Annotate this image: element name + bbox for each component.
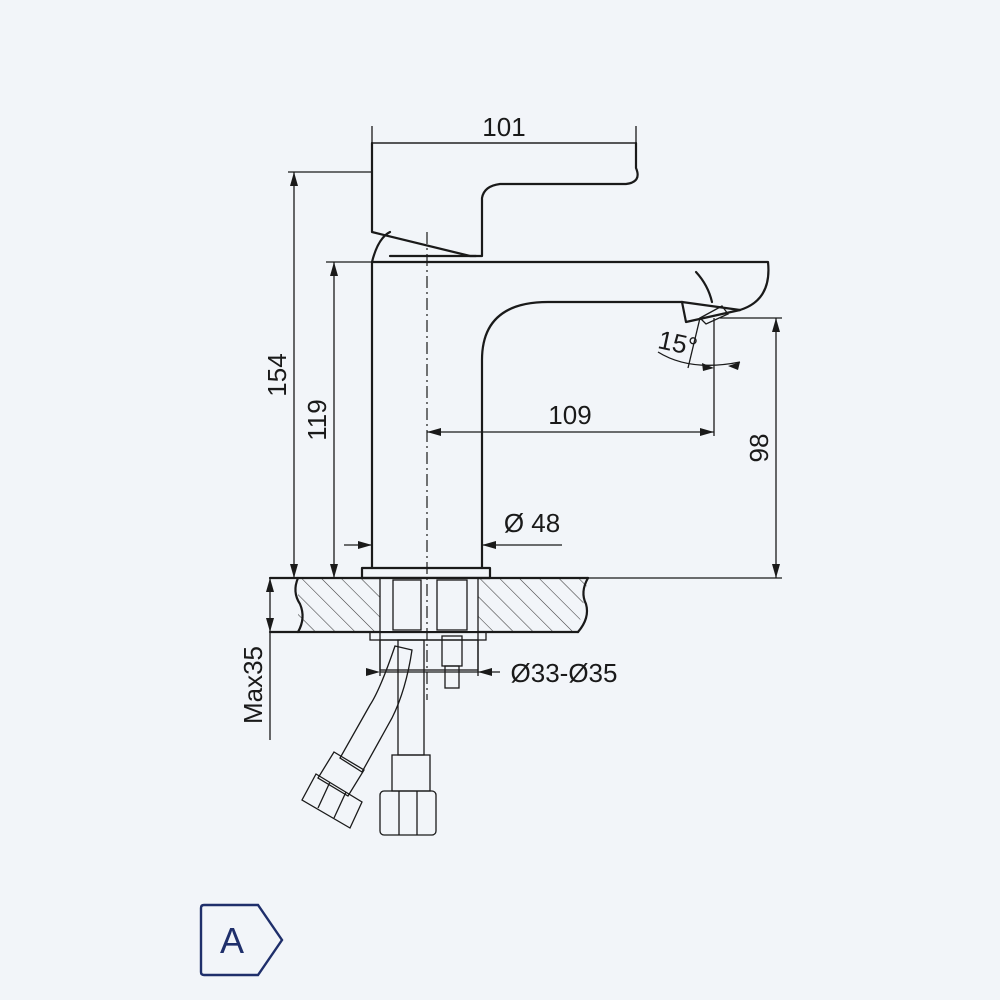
dim-total-height: 154 — [262, 171, 372, 578]
mounting-assembly — [301, 579, 487, 836]
dim-15deg-label: 15° — [656, 324, 701, 362]
dim-hole-diameter: Ø33-Ø35 — [366, 632, 617, 688]
dim-spout-reach: 109 — [427, 318, 715, 436]
dim-119-label: 119 — [302, 399, 332, 440]
dim-109-label: 109 — [548, 400, 591, 430]
faucet-body — [360, 260, 770, 580]
dim-max35-label: Max35 — [238, 646, 268, 724]
dim-handle-length: 101 — [371, 112, 637, 145]
lever-handle — [370, 141, 639, 264]
dim-hole-label: Ø33-Ø35 — [511, 658, 618, 688]
dim-98-label: 98 — [744, 434, 774, 463]
class-badge: A — [199, 903, 284, 977]
dim-deck-thickness: Max35 — [238, 578, 274, 740]
dim-48-label: Ø 48 — [504, 508, 560, 538]
dim-body-diameter: Ø 48 — [344, 508, 562, 549]
dim-tilt-angle: 15° — [656, 317, 741, 371]
dim-body-height: 119 — [302, 261, 372, 578]
countertop — [268, 576, 590, 634]
dim-154-label: 154 — [262, 353, 292, 396]
dim-101-label: 101 — [482, 112, 525, 142]
dim-outlet-height: 98 — [588, 317, 782, 579]
class-badge-label: A — [220, 920, 244, 961]
